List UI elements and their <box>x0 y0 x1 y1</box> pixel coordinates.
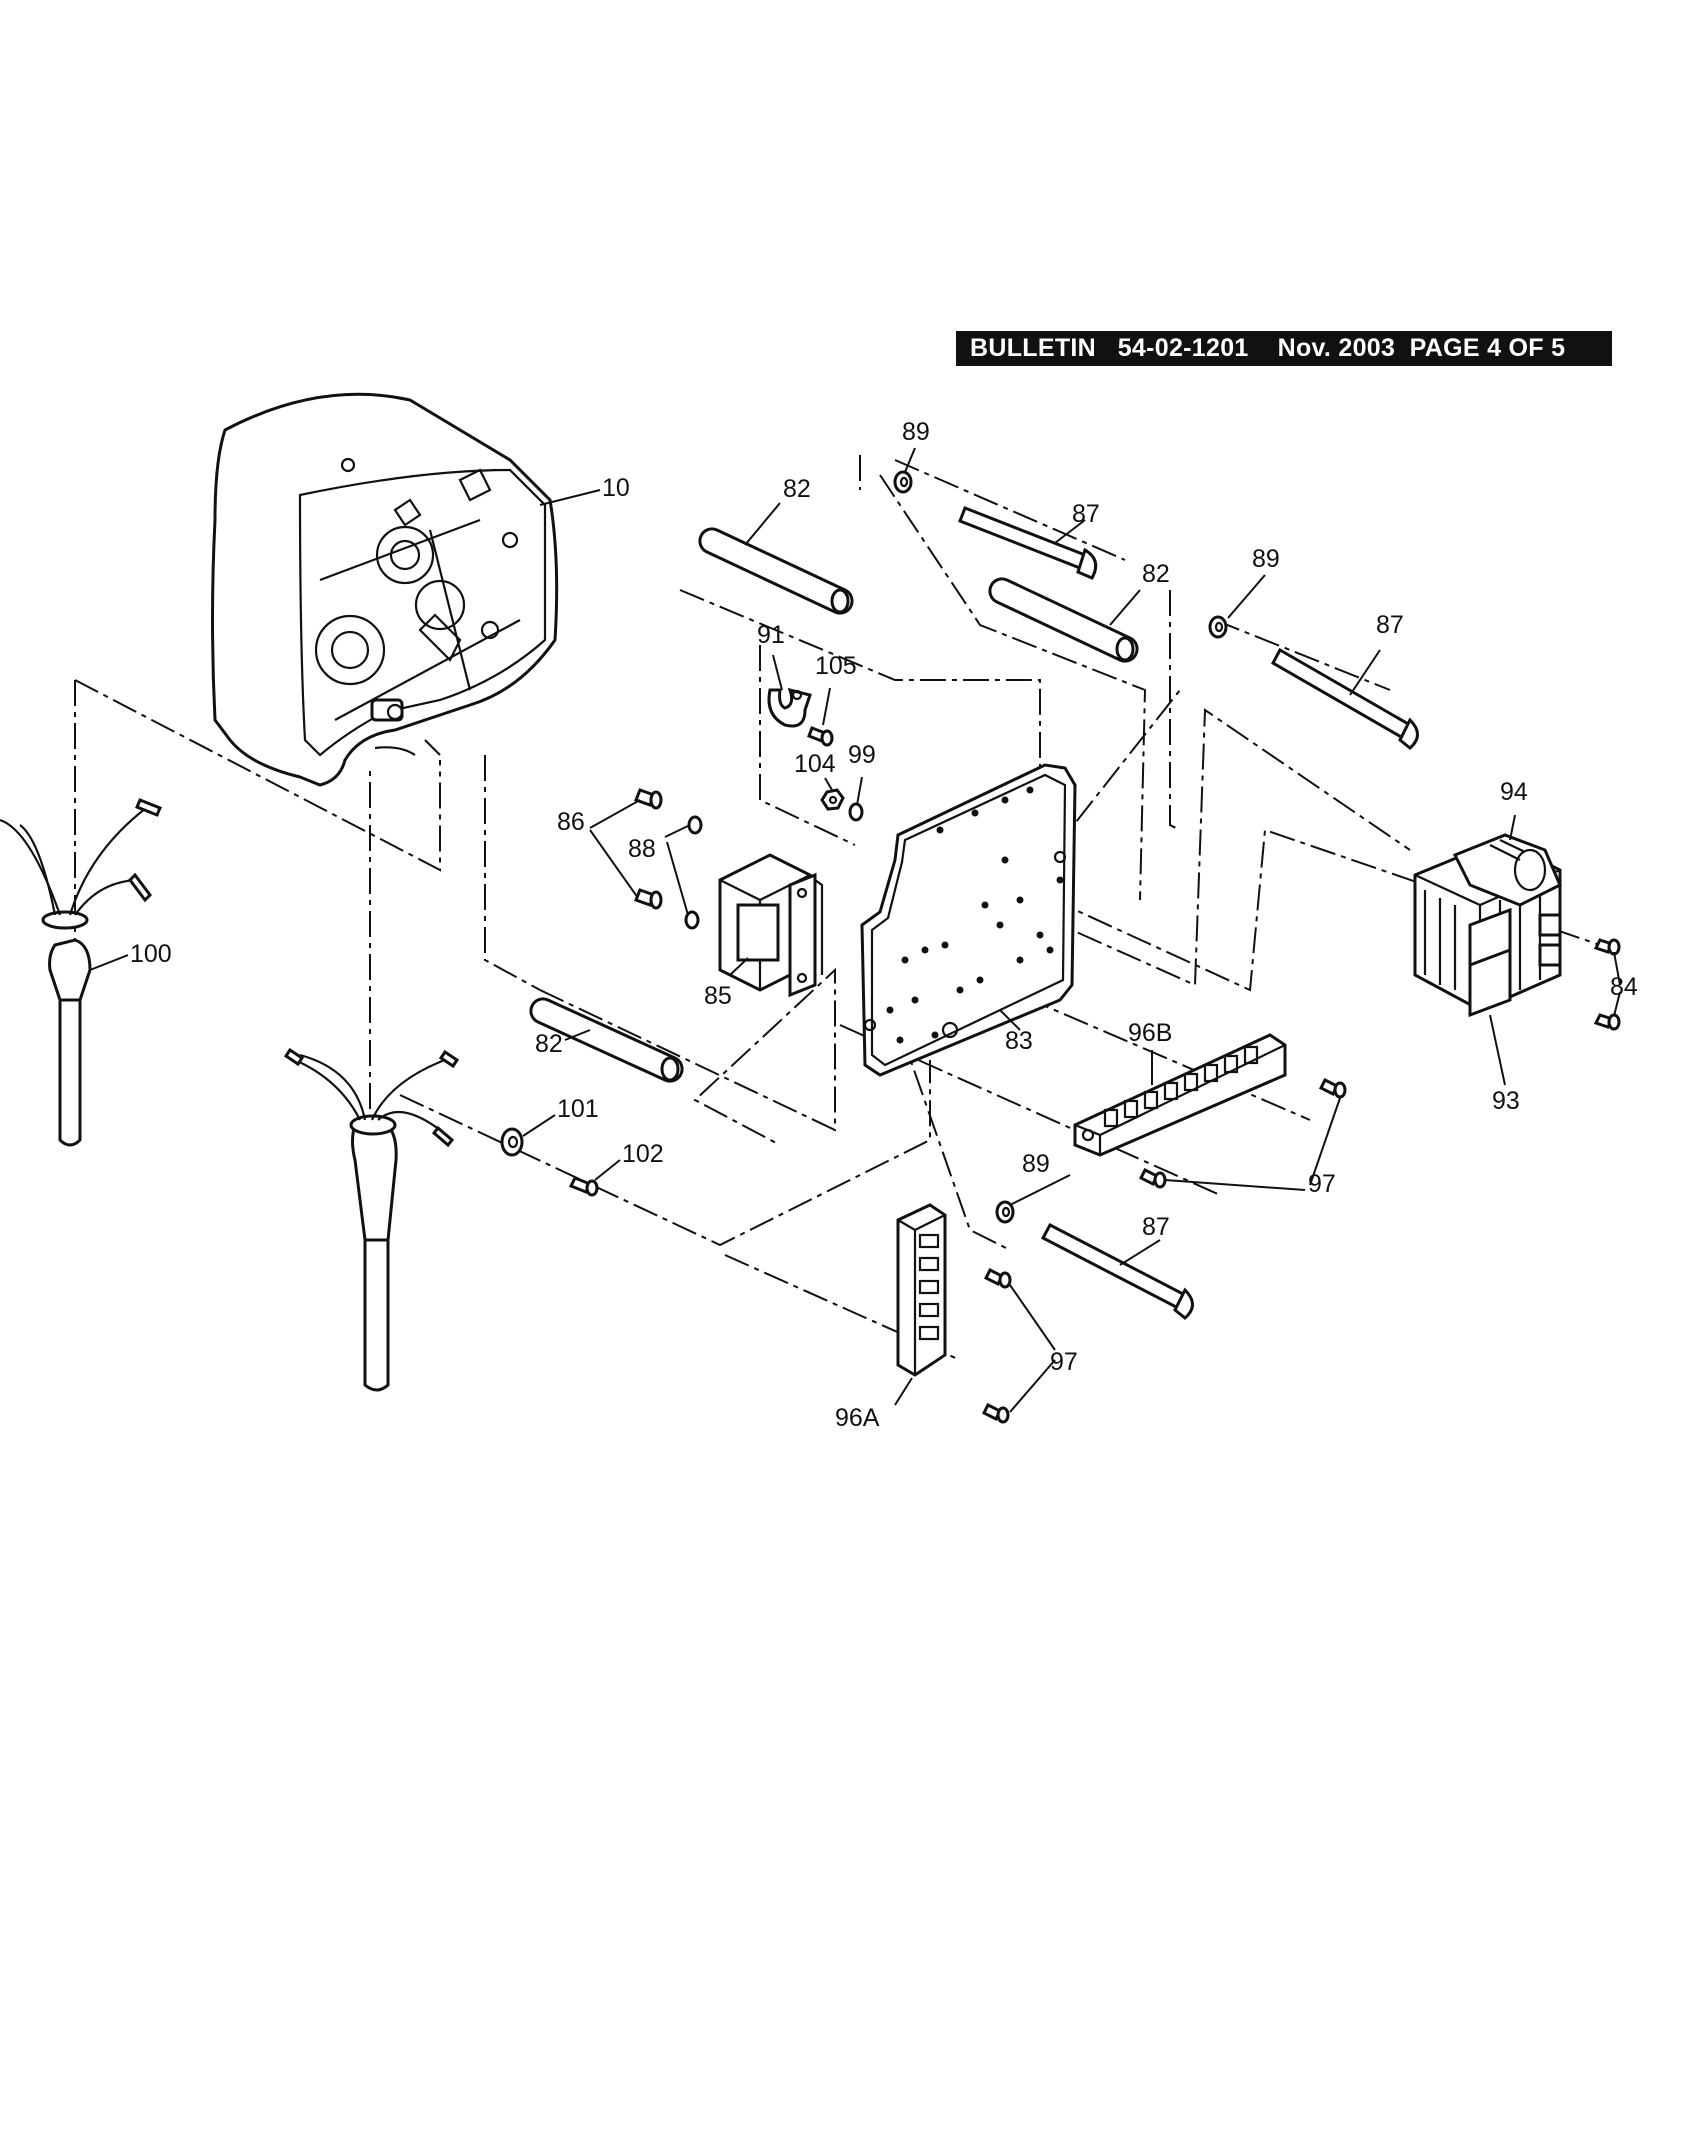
screw-part-97-96b-bottom <box>1138 1167 1167 1189</box>
mounting-plate-part-83 <box>860 763 1077 1077</box>
screw-part-86-upper <box>634 788 663 810</box>
callout-105: 105 <box>815 652 857 680</box>
callout-87-bottom: 87 <box>1142 1213 1170 1241</box>
callout-86: 86 <box>557 808 585 836</box>
relay-coil-part-94 <box>1452 833 1562 907</box>
callout-88: 88 <box>628 835 656 863</box>
nut-part-104 <box>820 788 845 811</box>
screw-part-84-lower <box>1593 1013 1621 1031</box>
washer-part-101 <box>500 1127 524 1157</box>
callout-104: 104 <box>794 750 836 778</box>
screw-part-87-right <box>1270 647 1419 750</box>
assembly-lines <box>74 455 1601 1361</box>
callout-93: 93 <box>1492 1087 1520 1115</box>
terminal-block-part-96a <box>896 1203 947 1377</box>
callout-labels: 10 82 89 87 82 89 87 91 105 104 99 86 88… <box>130 418 1638 1432</box>
callout-87-top: 87 <box>1072 500 1100 528</box>
callout-10: 10 <box>602 474 630 502</box>
callout-89-top: 89 <box>902 418 930 446</box>
enclosure-part-10 <box>211 392 559 787</box>
callout-82-upper-right: 82 <box>1142 560 1170 588</box>
callout-97-lower: 97 <box>1050 1348 1078 1376</box>
callout-89-bottom: 89 <box>1022 1150 1050 1178</box>
callout-91: 91 <box>757 621 785 649</box>
screw-part-87-top <box>958 506 1098 580</box>
callout-83: 83 <box>1005 1027 1033 1055</box>
callout-85: 85 <box>704 982 732 1010</box>
washer-part-89-top <box>893 470 913 494</box>
standoff-part-82-upper-right <box>988 577 1139 663</box>
washer-part-88-lower <box>684 910 700 930</box>
callout-99: 99 <box>848 741 876 769</box>
screw-part-86-lower <box>634 888 663 910</box>
callout-102: 102 <box>622 1140 664 1168</box>
screw-part-97-96b-right <box>1318 1077 1347 1099</box>
callout-82-upper-left: 82 <box>783 475 811 503</box>
callout-84: 84 <box>1610 973 1638 1001</box>
washer-part-88-upper <box>687 815 703 835</box>
callout-97-upper: 97 <box>1308 1170 1336 1198</box>
standoff-part-82-upper-left <box>698 527 854 615</box>
screw-part-105 <box>807 726 834 747</box>
leader-lines <box>89 447 1621 1413</box>
callout-87-right: 87 <box>1376 611 1404 639</box>
screw-part-97-96a-upper <box>983 1267 1012 1289</box>
standoff-part-82-lower <box>529 997 684 1083</box>
callout-96b: 96B <box>1128 1019 1172 1047</box>
callout-94: 94 <box>1500 778 1528 806</box>
screw-part-102 <box>568 1176 599 1197</box>
screw-part-97-96a-lower <box>981 1402 1010 1424</box>
callout-96a: 96A <box>835 1404 880 1432</box>
screw-part-84-upper <box>1593 938 1621 956</box>
clamp-part-91 <box>767 687 812 728</box>
transformer-part-85 <box>718 853 824 998</box>
washer-part-89-right <box>1208 615 1228 639</box>
washer-part-89-bottom <box>995 1200 1015 1224</box>
washer-part-99 <box>848 802 864 822</box>
callout-101: 101 <box>557 1095 599 1123</box>
cable-bushing-lower <box>283 1047 460 1392</box>
bulletin-header: BULLETIN 54-02-1201 Nov. 2003 PAGE 4 OF … <box>956 331 1612 366</box>
terminal-block-part-96b <box>1073 1033 1287 1157</box>
callout-100: 100 <box>130 940 172 968</box>
callout-82-lower: 82 <box>535 1030 563 1058</box>
callout-89-right: 89 <box>1252 545 1280 573</box>
cable-bushing-part-100 <box>0 798 162 1147</box>
screw-part-87-bottom <box>1040 1222 1194 1320</box>
